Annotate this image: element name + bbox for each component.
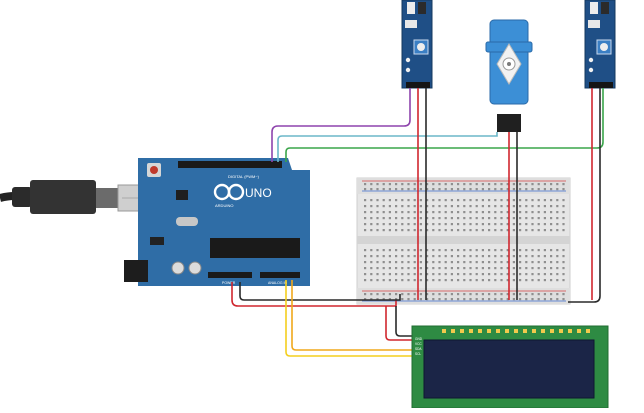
arduino-uno-board[interactable]: DIGITAL (PWM~) UNO ARDUINO POWER ANALOG …	[124, 158, 310, 286]
reset-button[interactable]	[150, 166, 158, 174]
wire-black-gnd[interactable]	[239, 282, 401, 301]
lcd-pin-vcc-label: VCC	[415, 342, 422, 346]
arduino-logo-icon	[213, 183, 245, 201]
lcd-pin-gnd-label: GND	[415, 337, 423, 341]
lcd-pin-scl-label: SCL	[415, 352, 421, 356]
servo-motor[interactable]	[485, 19, 533, 132]
lcd-pin-sda-label: SDA	[415, 347, 422, 351]
wire-orange-scl[interactable]	[291, 280, 414, 351]
model-text: UNO	[245, 186, 272, 200]
wire-black-lcd[interactable]	[395, 306, 414, 337]
lcd-16x2-module[interactable]: GND VCC SDA SCL	[411, 325, 609, 409]
breadboard[interactable]	[356, 177, 571, 305]
atmega-chip	[210, 238, 300, 258]
wire-red-5v[interactable]	[231, 282, 397, 307]
wire-green[interactable]	[285, 88, 604, 162]
digital-header-label: DIGITAL (PWM~)	[228, 174, 260, 179]
analog-header[interactable]	[260, 272, 300, 278]
servo-connector[interactable]	[497, 114, 521, 132]
power-header[interactable]	[208, 272, 252, 278]
power-label: POWER	[222, 281, 236, 285]
brand-text: ARDUINO	[215, 203, 233, 208]
usb-cable[interactable]	[0, 180, 157, 214]
wire-black-right-sensor[interactable]	[568, 88, 601, 303]
wire-cyan[interactable]	[277, 132, 498, 162]
digital-header[interactable]	[178, 161, 282, 168]
analog-label: ANALOG IN	[268, 281, 288, 285]
ir-sensor-right[interactable]	[584, 0, 616, 89]
wire-purple[interactable]	[271, 88, 411, 162]
wires	[231, 88, 604, 357]
wire-red-lcd[interactable]	[385, 306, 414, 341]
lcd-screen	[423, 339, 595, 399]
wire-yellow-sda[interactable]	[285, 280, 414, 357]
ir-sensor-left[interactable]	[401, 0, 433, 89]
breadboard-holes	[364, 183, 565, 301]
power-jack[interactable]	[124, 260, 148, 282]
lcd-header-pins	[442, 329, 590, 333]
